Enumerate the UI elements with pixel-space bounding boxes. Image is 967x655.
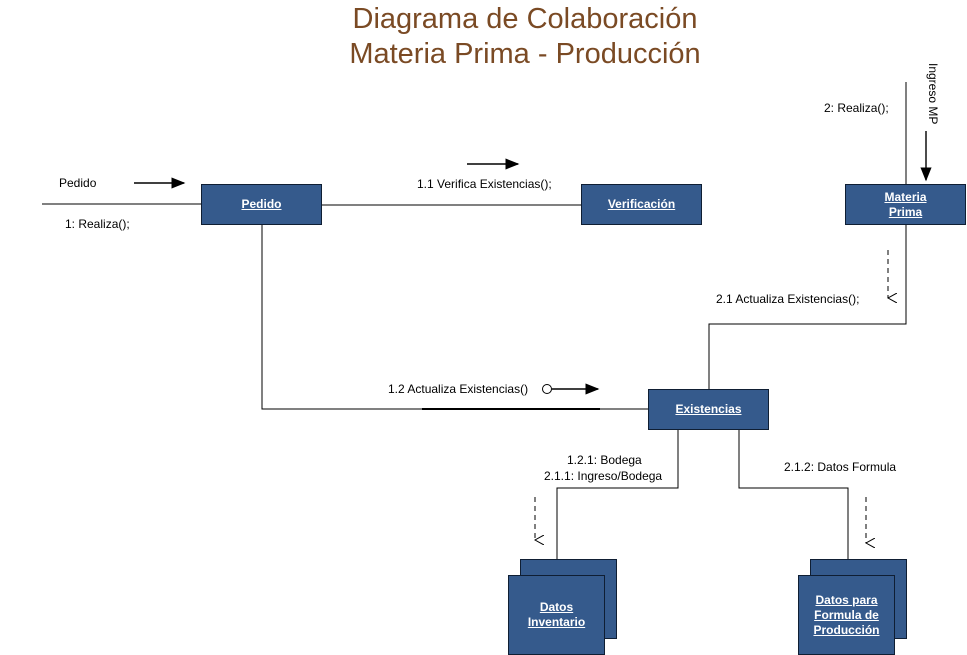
message-realiza-2: 2: Realiza(); xyxy=(824,101,889,115)
message-ingreso-mp: Ingreso MP xyxy=(926,63,940,125)
diagram-title-line1: Diagrama de Colaboración xyxy=(352,3,698,35)
object-materia-prima[interactable]: Materia Prima xyxy=(845,184,966,225)
link-materia-existencias xyxy=(708,225,907,390)
link-existencias-inventario xyxy=(556,430,679,560)
message-verifica: 1.1 Verifica Existencias(); xyxy=(417,177,552,191)
object-existencias[interactable]: Existencias xyxy=(648,389,769,430)
object-datos-inventario[interactable]: Datos Inventario xyxy=(508,575,605,655)
actor-pedido-label: Pedido xyxy=(59,176,97,190)
link-existencias-formula xyxy=(738,430,849,560)
object-datos-formula[interactable]: Datos para Formula de Producción xyxy=(798,575,895,655)
message-ingreso-bodega: 2.1.1: Ingreso/Bodega xyxy=(544,469,663,483)
data-flow-circle-icon xyxy=(542,384,552,394)
object-verificacion[interactable]: Verificación xyxy=(581,184,702,225)
message-actualiza-12: 1.2 Actualiza Existencias() xyxy=(388,382,529,396)
message-actualiza-21: 2.1 Actualiza Existencias(); xyxy=(716,292,860,306)
diagram-title-line2: Materia Prima - Producción xyxy=(349,38,701,70)
object-pedido[interactable]: Pedido xyxy=(201,184,322,225)
message-realiza-1: 1: Realiza(); xyxy=(65,217,130,231)
message-bodega: 1.2.1: Bodega xyxy=(567,453,642,467)
message-datos-formula: 2.1.2: Datos Formula xyxy=(784,460,897,474)
